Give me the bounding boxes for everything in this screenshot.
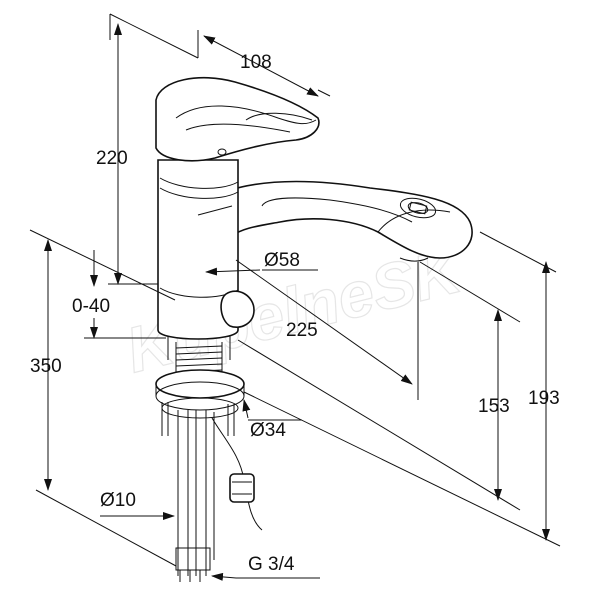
dim-108: 108 xyxy=(240,52,272,73)
dim-350: 350 xyxy=(30,356,62,377)
dim-225: 225 xyxy=(286,320,318,341)
dim-193: 193 xyxy=(528,388,560,409)
dim-diameter-34: Ø34 xyxy=(250,420,286,441)
lever-handle xyxy=(155,76,320,162)
dim-220: 220 xyxy=(96,148,128,169)
mounting-base xyxy=(155,369,245,399)
spout xyxy=(229,180,473,259)
dim-diameter-10: Ø10 xyxy=(100,490,136,511)
dimension-lines xyxy=(29,13,561,581)
faucet-body xyxy=(155,76,473,582)
dim-diameter-58: Ø58 xyxy=(264,250,300,271)
dim-153: 153 xyxy=(478,396,510,417)
dim-0-40: 0-40 xyxy=(72,296,110,317)
dim-g-3-4: G 3/4 xyxy=(248,554,295,575)
